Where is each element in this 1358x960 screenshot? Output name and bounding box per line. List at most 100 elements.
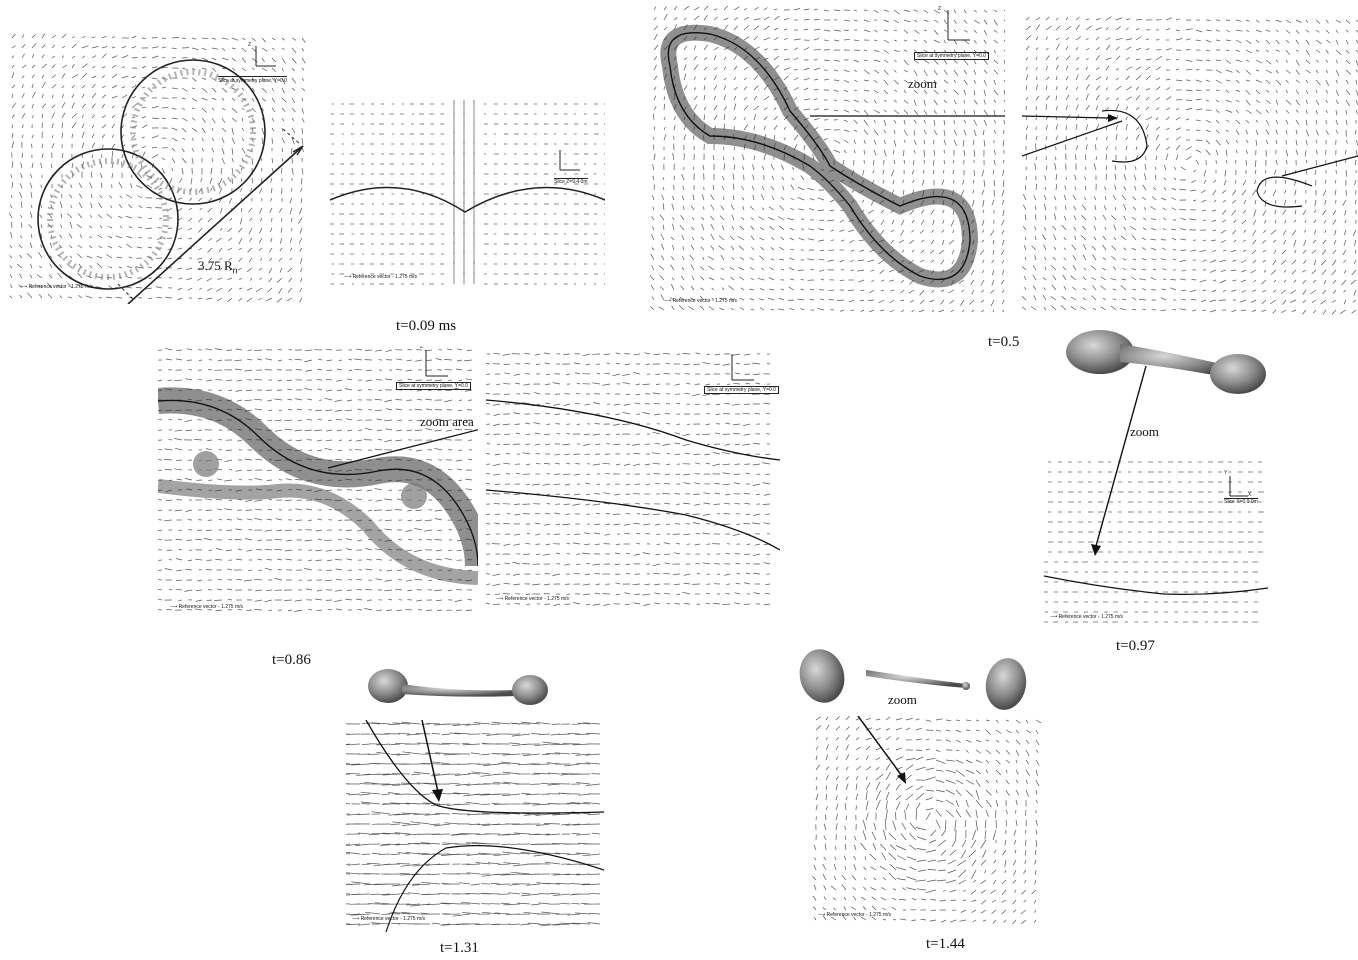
vector-arrow <box>804 68 810 70</box>
vector-arrow <box>1052 306 1057 310</box>
vector-arrow <box>1316 100 1319 105</box>
vector-arrow <box>129 297 132 298</box>
vector-arrow <box>772 237 775 240</box>
vector-arrow <box>616 434 620 435</box>
vector-arrow <box>493 404 500 405</box>
vector-arrow <box>1346 100 1350 106</box>
vector-arrow <box>687 424 690 425</box>
vector-arrow <box>1033 265 1036 270</box>
vector-arrow <box>228 390 232 391</box>
vector-arrow <box>676 403 680 404</box>
vector-arrow <box>1081 307 1087 310</box>
vector-arrow <box>544 524 550 525</box>
vector-arrow <box>12 34 16 38</box>
vector-arrow <box>884 120 886 126</box>
vector-arrow <box>112 96 117 98</box>
vector-arrow <box>822 154 824 160</box>
vector-arrow <box>347 430 352 431</box>
vector-arrow <box>781 289 784 290</box>
vector-arrow <box>682 434 690 436</box>
vector-arrow <box>242 148 245 154</box>
vector-arrow <box>814 109 819 110</box>
vector-arrow <box>297 420 302 421</box>
vector-arrow <box>1306 120 1307 125</box>
vector-arrow <box>162 57 165 58</box>
vector-arrow <box>239 258 243 262</box>
vector-arrow <box>1085 154 1086 160</box>
vector-arrow <box>68 297 72 298</box>
vector-arrow <box>810 289 814 290</box>
vector-arrow <box>302 138 303 145</box>
vector-arrow <box>972 200 974 206</box>
vector-arrow <box>1101 286 1107 290</box>
vector-arrow <box>1325 180 1326 184</box>
vector-arrow <box>654 17 656 20</box>
vector-arrow <box>1216 80 1222 83</box>
vector-arrow <box>1266 130 1269 134</box>
vector-arrow <box>653 207 654 210</box>
vector-arrow <box>417 390 422 391</box>
vector-arrow <box>132 57 138 58</box>
vector-arrow <box>337 430 342 431</box>
vector-arrow <box>269 499 272 500</box>
vector-arrow <box>1211 240 1216 241</box>
vector-arrow <box>1266 120 1269 126</box>
vector-arrow <box>807 259 814 260</box>
vector-arrow <box>82 124 84 129</box>
vector-arrow <box>934 150 935 156</box>
vector-arrow <box>774 125 777 130</box>
vector-arrow <box>277 559 282 560</box>
vector-arrow <box>1316 150 1318 154</box>
vector-arrow <box>921 280 924 282</box>
vector-arrow <box>1051 266 1056 271</box>
vector-arrow <box>1326 70 1328 73</box>
vector-arrow <box>1024 276 1026 280</box>
vector-arrow <box>226 380 232 381</box>
vector-arrow <box>774 28 778 30</box>
vector-arrow <box>388 549 392 550</box>
vector-arrow <box>259 238 262 243</box>
vector-arrow <box>1025 237 1026 240</box>
vector-arrow <box>99 246 102 248</box>
vector-arrow <box>840 230 845 232</box>
vector-arrow <box>674 36 680 40</box>
vector-arrow <box>764 108 768 111</box>
vector-arrow <box>974 90 975 95</box>
vector-arrow <box>237 440 242 441</box>
vector-arrow <box>435 410 442 411</box>
vector-arrow <box>556 524 560 525</box>
vector-arrow <box>1286 70 1291 74</box>
vector-arrow <box>794 58 798 60</box>
vector-arrow <box>754 145 756 150</box>
vector-arrow <box>166 500 172 501</box>
vector-arrow <box>881 210 884 213</box>
vector-arrow <box>222 48 225 51</box>
vector-arrow <box>920 260 924 262</box>
vector-arrow <box>942 180 944 185</box>
vector-field-t05-zoom <box>1022 16 1358 316</box>
vector-arrow <box>844 20 850 21</box>
vector-arrow <box>750 299 755 301</box>
vector-arrow <box>166 198 172 200</box>
vector-arrow <box>252 98 254 102</box>
vector-arrow <box>158 530 162 532</box>
vector-arrow <box>505 373 511 374</box>
vector-arrow <box>12 222 13 228</box>
vector-arrow <box>830 190 834 191</box>
vector-arrow <box>739 246 744 250</box>
vector-arrow <box>586 494 590 495</box>
vector-arrow <box>873 170 874 173</box>
vector-arrow <box>302 38 305 43</box>
vector-arrow <box>1151 239 1157 240</box>
vector-arrow <box>449 500 452 501</box>
vector-arrow <box>1202 260 1206 262</box>
vector-arrow <box>652 195 654 200</box>
vector-arrow <box>751 309 754 310</box>
vector-arrow <box>302 118 304 122</box>
vector-arrow <box>79 183 82 188</box>
vector-arrow <box>1076 136 1077 140</box>
vector-arrow <box>1130 226 1136 230</box>
vector-arrow <box>991 300 994 306</box>
vector-arrow <box>1351 280 1356 284</box>
vector-arrow <box>983 200 984 207</box>
